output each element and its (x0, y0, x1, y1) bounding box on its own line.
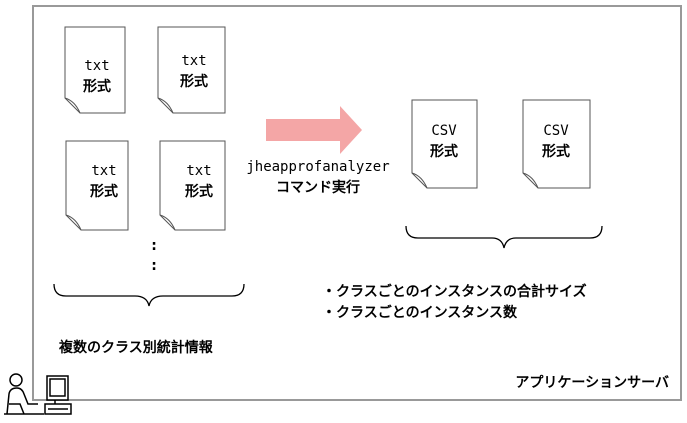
txt-document-3-type: txt (91, 163, 116, 179)
csv-document-1-format: 形式 (430, 143, 458, 160)
csv-document-1-type: CSV (431, 123, 457, 139)
txt-document-3-format: 形式 (90, 183, 118, 200)
txt-document-4: txt 形式 (159, 140, 226, 231)
csv-document-2: CSV 形式 (522, 99, 591, 189)
application-server-label: アプリケーションサーバ (515, 375, 669, 391)
output-note-total-size: ・クラスごとのインスタンスの合計サイズ (322, 283, 587, 300)
txt-document-4-format: 形式 (185, 183, 213, 200)
output-brace (405, 225, 603, 249)
txt-document-2-type: txt (181, 53, 206, 69)
txt-document-3: txt 形式 (65, 140, 129, 231)
output-note-instance-count: ・クラスごとのインスタンス数 (322, 304, 518, 321)
application-server-frame (32, 5, 682, 401)
txt-document-2: txt 形式 (157, 26, 226, 114)
txt-document-1-type: txt (84, 58, 109, 74)
ellipsis-upper: : (151, 238, 157, 254)
user-at-computer-icon (4, 373, 72, 415)
input-brace (53, 283, 245, 307)
csv-document-1: CSV 形式 (411, 99, 478, 189)
command-name: jheapprofanalyzer (246, 159, 389, 175)
process-arrow (266, 106, 362, 154)
txt-document-4-type: txt (186, 163, 211, 179)
txt-document-2-format: 形式 (180, 73, 208, 90)
command-execute: コマンド実行 (276, 179, 360, 196)
ellipsis-lower: : (151, 258, 157, 274)
txt-document-1-format: 形式 (83, 78, 111, 95)
input-caption: 複数のクラス別統計情報 (58, 339, 214, 356)
csv-document-2-format: 形式 (542, 143, 570, 160)
txt-document-1: txt 形式 (64, 26, 126, 114)
csv-document-2-type: CSV (543, 123, 569, 139)
